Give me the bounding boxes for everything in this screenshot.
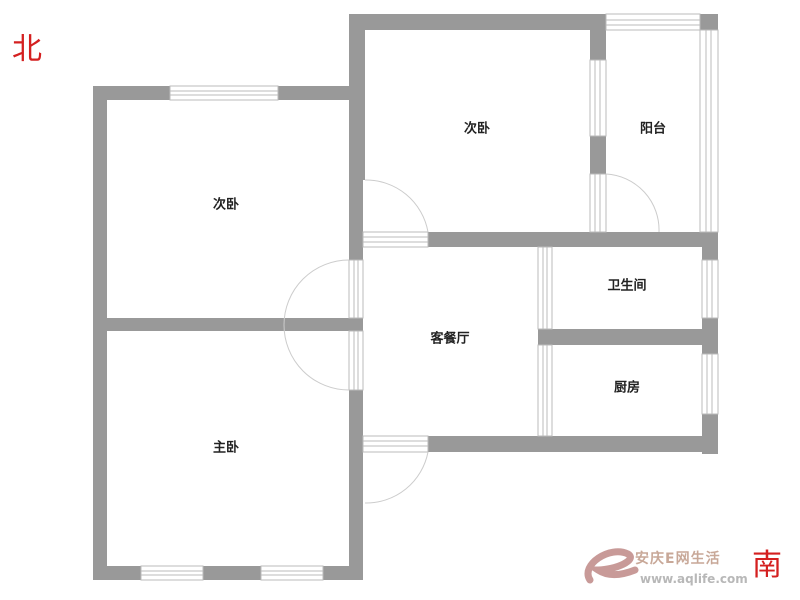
door-swings [283, 173, 660, 504]
windows [140, 13, 719, 581]
watermark-brand: 安庆E网生活 [635, 551, 721, 567]
room-bedroom-n: 次卧 [463, 121, 491, 137]
compass-north: 北 [12, 32, 42, 67]
watermark-url: www.aqlife.com [640, 572, 748, 586]
watermark-e-logo-icon [584, 548, 639, 584]
compass-south: 南 [752, 548, 782, 583]
room-kitchen: 厨房 [613, 380, 641, 396]
room-bathroom: 卫生间 [607, 278, 647, 294]
room-master-bedroom: 主卧 [212, 440, 240, 456]
room-balcony: 阳台 [639, 121, 667, 137]
room-living-dining: 客餐厅 [430, 331, 470, 347]
room-bedroom-nw: 次卧 [212, 197, 240, 213]
